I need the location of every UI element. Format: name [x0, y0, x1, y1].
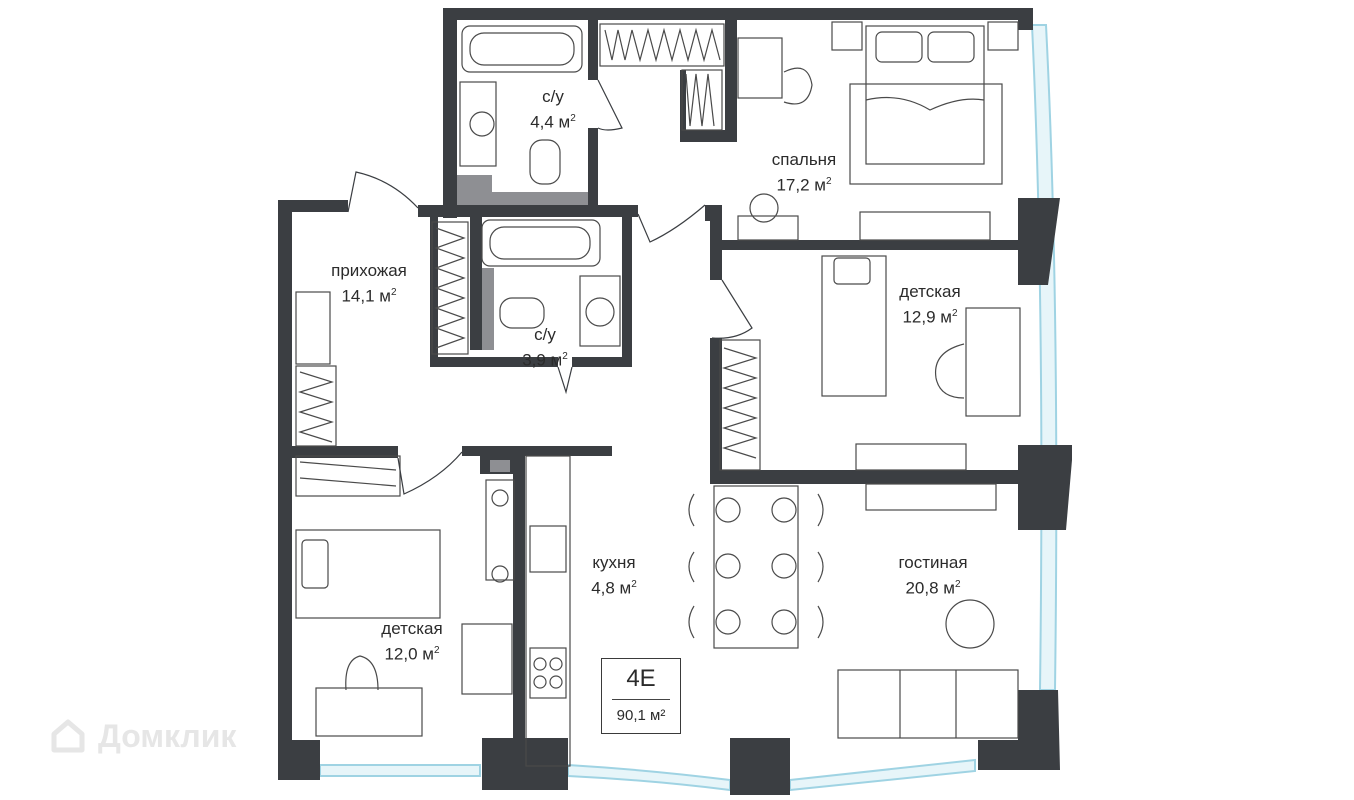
room-name: детская: [899, 282, 961, 301]
room-bathroom-2: с/у 3,9 м2: [504, 324, 586, 372]
watermark-text: Домклик: [98, 718, 237, 754]
apartment-code: 4E: [626, 665, 656, 692]
room-bedroom: спальня 17,2 м2: [752, 149, 856, 197]
room-area: 12,0 м2: [384, 644, 440, 664]
room-area: 4,8 м2: [591, 578, 637, 598]
room-hallway: прихожая 14,1 м2: [314, 260, 424, 308]
room-bathroom-1: с/у 4,4 м2: [512, 86, 594, 134]
room-area: 14,1 м2: [341, 286, 397, 306]
room-area: 20,8 м2: [905, 578, 961, 598]
room-area: 3,9 м2: [522, 350, 568, 370]
doors: [347, 79, 753, 495]
room-name: с/у: [542, 87, 564, 106]
apartment-total-area: 90,1 м²: [616, 707, 666, 724]
room-name: спальня: [771, 150, 837, 169]
room-kitchen: кухня 4,8 м2: [574, 552, 654, 600]
walls: [278, 8, 1072, 795]
furniture: [295, 21, 1021, 767]
room-area: 12,9 м2: [902, 307, 958, 327]
badge-divider: [612, 699, 670, 700]
room-name: детская: [381, 619, 443, 638]
room-name: гостиная: [898, 553, 968, 572]
room-name: кухня: [592, 553, 636, 572]
room-name: с/у: [534, 325, 556, 344]
room-kids-left: детская 12,0 м2: [362, 618, 462, 666]
watermark: Домклик: [40, 712, 280, 762]
house-icon: [51, 719, 85, 753]
room-living: гостиная 20,8 м2: [878, 552, 988, 600]
room-kids-right: детская 12,9 м2: [880, 281, 980, 329]
room-name: прихожая: [331, 261, 407, 280]
shafts: [457, 175, 588, 472]
room-area: 4,4 м2: [530, 112, 576, 132]
apartment-badge: 4E 90,1 м²: [601, 658, 681, 734]
room-area: 17,2 м2: [776, 175, 832, 195]
